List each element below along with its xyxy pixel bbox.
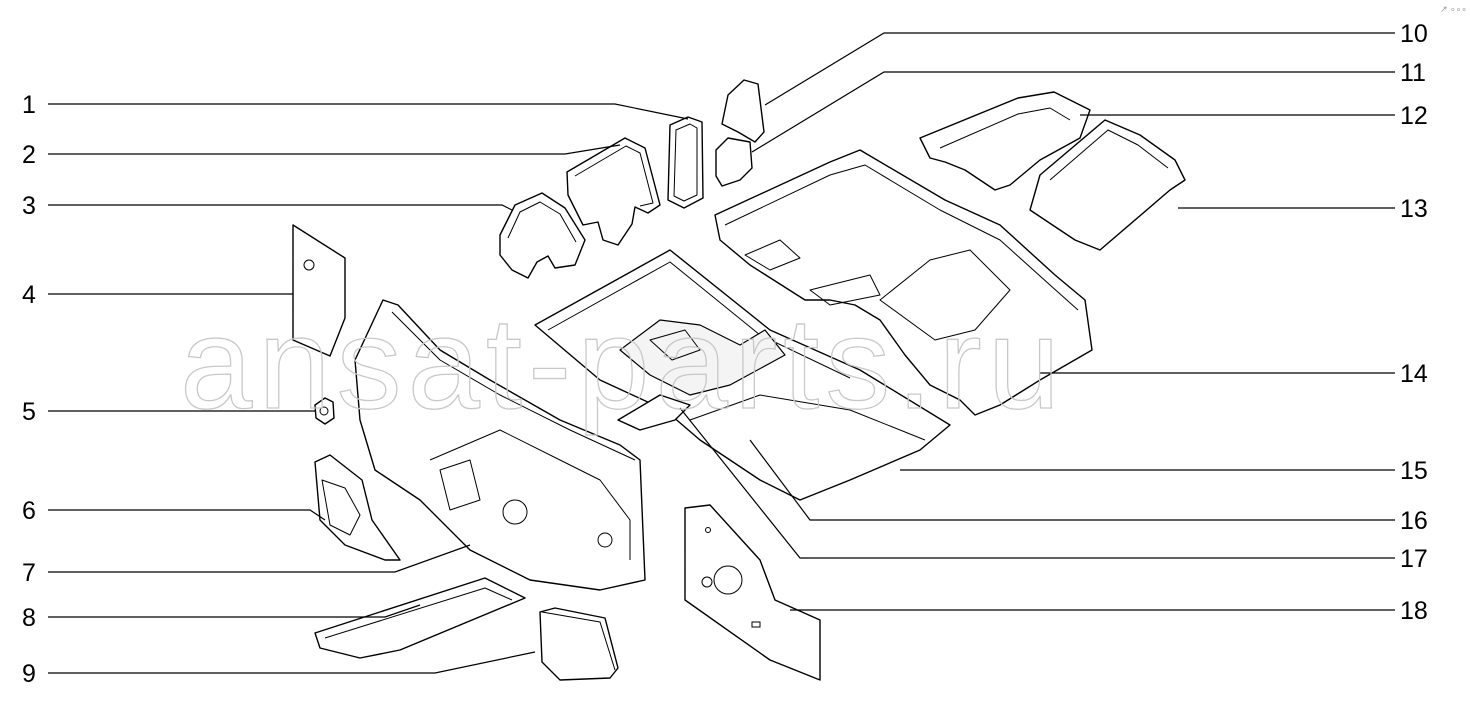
callout-16: 16 [1400,507,1428,535]
leader-16 [749,439,1395,521]
callout-7: 7 [22,559,36,587]
callout-5: 5 [22,398,36,426]
part-10 [721,79,765,143]
part-9 [539,607,619,681]
leader-17 [679,407,1395,559]
callout-4: 4 [22,281,36,309]
callout-numbers: 1 2 3 4 5 6 7 8 9 10 11 12 13 14 15 16 1… [22,20,1428,688]
callout-9: 9 [22,660,36,688]
callout-3: 3 [22,192,36,220]
part-7 [354,299,646,591]
part-8 [314,577,526,659]
callout-17: 17 [1400,545,1428,573]
part-1 [667,116,704,209]
part-6 [314,454,401,561]
callout-11: 11 [1400,59,1426,87]
part-16 [619,319,786,396]
leader-lines [48,32,1395,674]
callout-15: 15 [1400,457,1428,485]
watermark: ansat-parts.ru [180,290,1066,436]
leader-1 [48,103,689,120]
corner-mark: ↗ ∘∘∘ [1440,4,1467,14]
leader-11 [751,71,1395,153]
callout-2: 2 [22,141,36,169]
leader-9 [48,651,536,674]
callout-12: 12 [1400,102,1428,130]
part-2 [566,137,661,246]
callout-10: 10 [1400,20,1428,48]
callout-8: 8 [22,604,36,632]
leader-7 [48,544,471,573]
callout-14: 14 [1400,360,1428,388]
part-18 [684,504,821,681]
leader-2 [48,144,621,155]
part-13 [1029,119,1186,251]
part-5 [314,397,335,425]
part-3 [499,192,586,279]
leader-6 [48,509,326,521]
callout-18: 18 [1400,597,1428,625]
callout-6: 6 [22,497,36,525]
part-11 [715,137,753,187]
leader-8 [48,604,421,618]
callout-1: 1 [22,91,36,119]
part-17 [617,394,691,431]
leader-10 [764,32,1395,106]
part-12 [919,91,1091,191]
leader-3 [48,204,513,211]
part-4 [292,224,346,357]
callout-13: 13 [1400,195,1428,223]
part-14 [714,149,1093,416]
